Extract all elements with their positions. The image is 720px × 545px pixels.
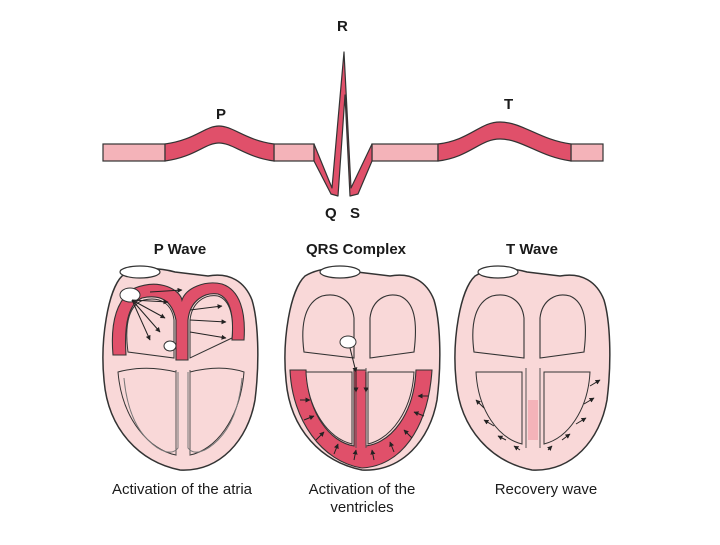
p-wave-band (164, 125, 275, 162)
atria-activation-band (111, 282, 245, 361)
ventricle-activation-band (289, 369, 433, 469)
right-ventricle (189, 367, 245, 456)
left-atrium (472, 294, 525, 359)
baseline-segment (371, 143, 439, 162)
s-wave-label: S (350, 205, 361, 222)
recovery-arrows (475, 379, 601, 451)
heart-p-wave (102, 265, 259, 471)
baseline-segment (273, 143, 315, 162)
av-node (339, 335, 357, 349)
heart-qrs-complex (284, 265, 441, 471)
caption-activation-atria: Activation of the atria (111, 481, 253, 498)
left-ventricle (475, 371, 523, 445)
t-wave-band (437, 121, 572, 162)
bundle-branch (175, 370, 191, 455)
activation-arrows (300, 347, 428, 461)
activation-arrows (131, 287, 227, 341)
panel-title-qrs-complex: QRS Complex (305, 241, 407, 258)
heart-t-wave (454, 265, 611, 471)
purkinje-fibers (123, 372, 243, 453)
av-node (163, 340, 177, 352)
p-wave-label: P (216, 106, 227, 123)
caption-recovery-wave: Recovery wave (494, 481, 598, 498)
baseline-segment (102, 143, 166, 162)
right-atrium (369, 294, 417, 359)
right-atrium (539, 294, 587, 359)
caption-line-2: ventricles (330, 499, 394, 516)
aorta-opening (477, 265, 519, 279)
baseline-segment (570, 143, 604, 162)
septum-recovery-band (528, 400, 538, 440)
caption-line-1: Activation of the (308, 481, 416, 498)
caption-activation-ventricles: Activation of the ventricles (262, 481, 462, 517)
purkinje-fibers (525, 368, 541, 448)
sa-node (119, 287, 141, 303)
r-wave-label: R (337, 18, 348, 35)
ecg-trace (102, 51, 604, 197)
right-ventricle (367, 371, 415, 445)
t-wave-label: T (504, 96, 514, 113)
aorta-opening (119, 265, 161, 279)
panel-title-p-wave: P Wave (153, 241, 207, 258)
panel-title-t-wave: T Wave (506, 241, 558, 258)
left-atrium (302, 294, 355, 359)
right-ventricle (543, 371, 591, 445)
q-wave-label: Q (325, 205, 337, 222)
left-ventricle (305, 371, 353, 445)
qrs-complex-band (313, 51, 373, 197)
aorta-opening (319, 265, 361, 279)
